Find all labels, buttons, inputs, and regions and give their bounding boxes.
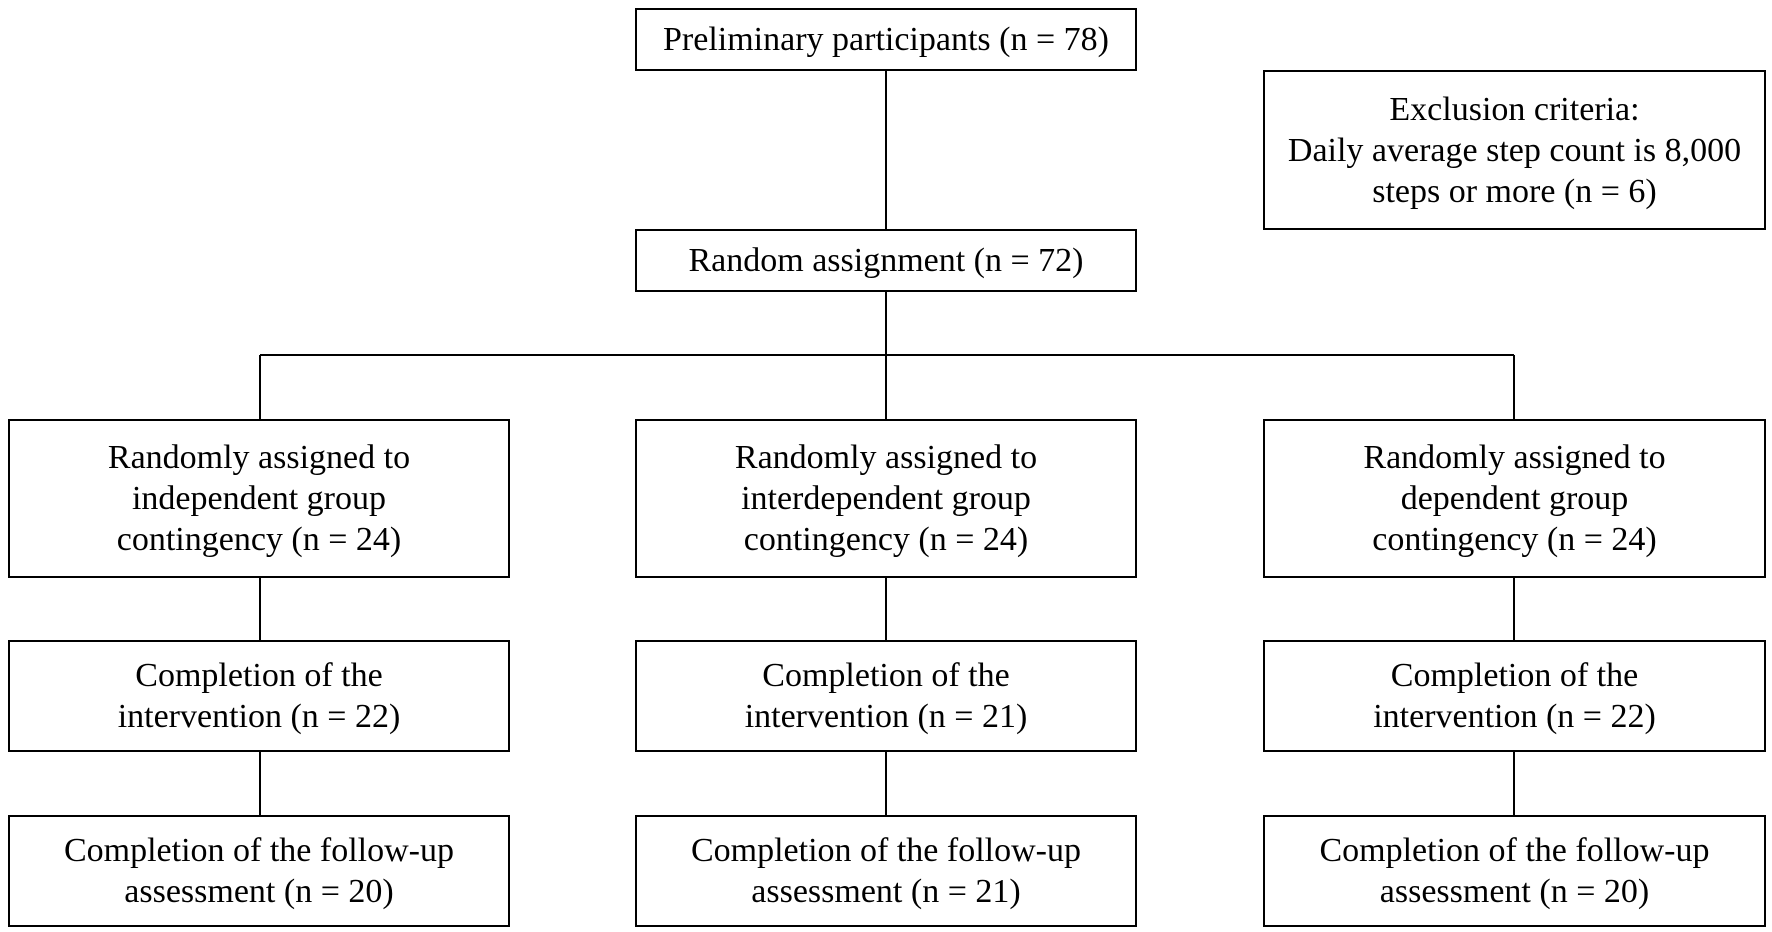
independent-followup-completion-box: Completion of the follow-up assessment (… bbox=[8, 815, 510, 927]
exclusion-criteria-box: Exclusion criteria: Daily average step c… bbox=[1263, 70, 1766, 230]
independent-intervention-completion-box: Completion of the intervention (n = 22) bbox=[8, 640, 510, 752]
interdependent-followup-completion-box: Completion of the follow-up assessment (… bbox=[635, 815, 1137, 927]
random-assignment-box: Random assignment (n = 72) bbox=[635, 229, 1137, 292]
interdependent-intervention-completion-box: Completion of the intervention (n = 21) bbox=[635, 640, 1137, 752]
preliminary-participants-box: Preliminary participants (n = 78) bbox=[635, 8, 1137, 71]
dependent-followup-completion-box: Completion of the follow-up assessment (… bbox=[1263, 815, 1766, 927]
dependent-group-assigned-box: Randomly assigned to dependent group con… bbox=[1263, 419, 1766, 578]
dependent-intervention-completion-box: Completion of the intervention (n = 22) bbox=[1263, 640, 1766, 752]
interdependent-group-assigned-box: Randomly assigned to interdependent grou… bbox=[635, 419, 1137, 578]
independent-group-assigned-box: Randomly assigned to independent group c… bbox=[8, 419, 510, 578]
